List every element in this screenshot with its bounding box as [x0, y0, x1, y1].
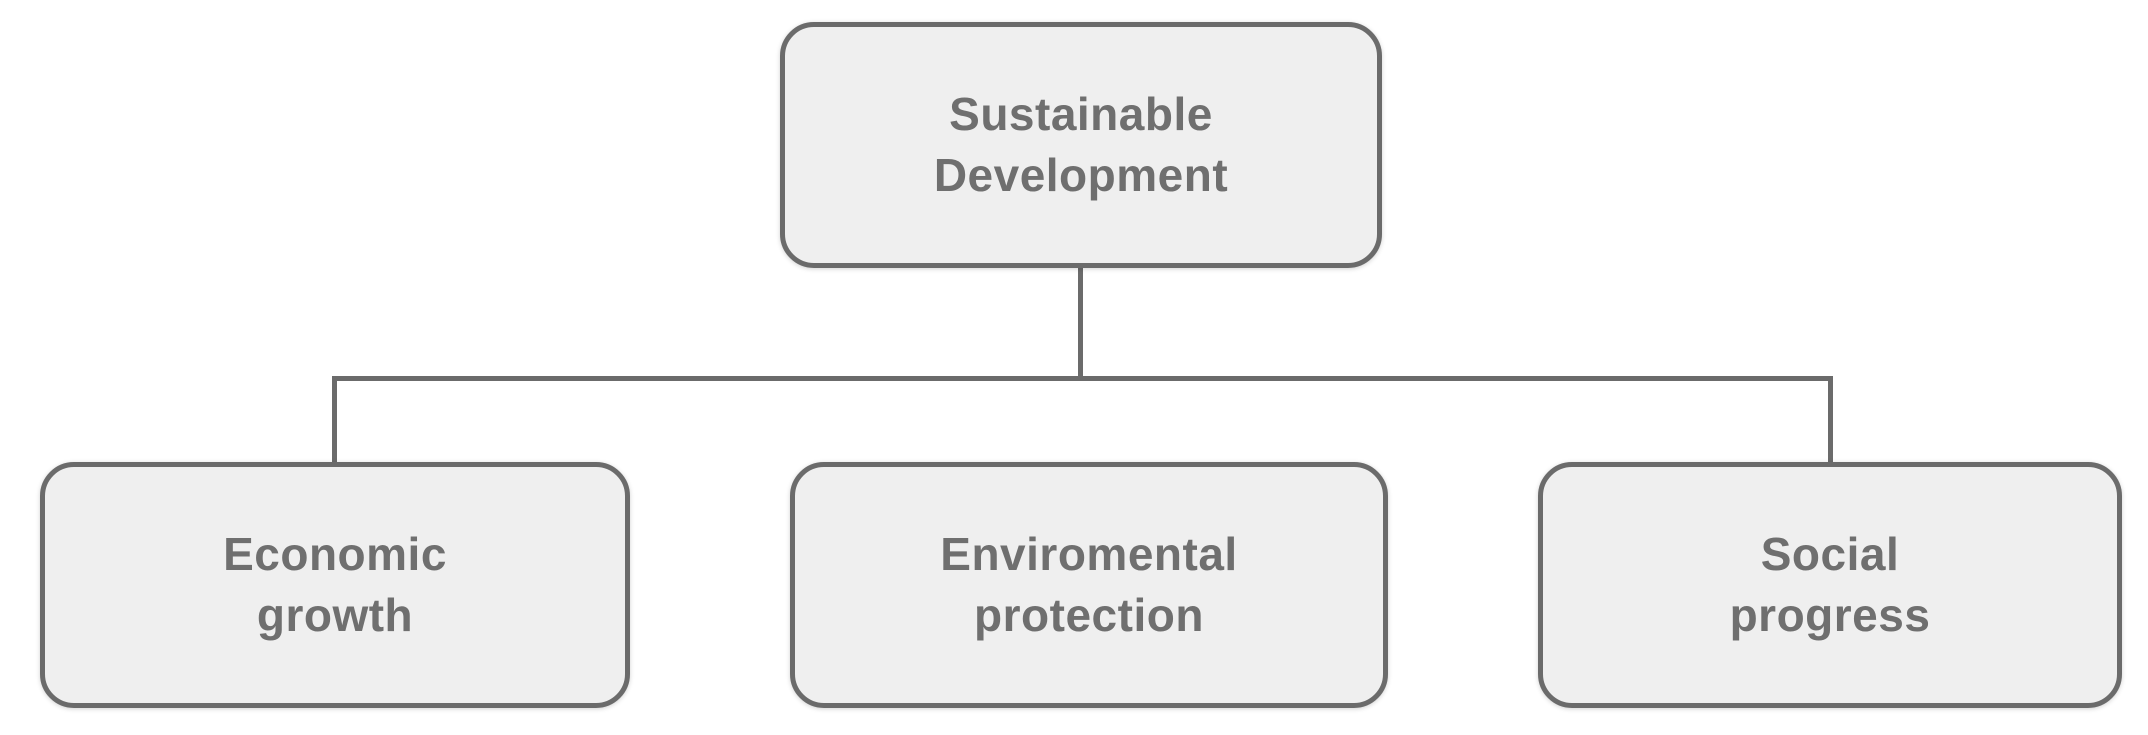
node-label-line: Enviromental — [940, 528, 1238, 581]
connector-left-stub — [332, 376, 337, 464]
node-label-line: progress — [1729, 589, 1931, 641]
connector-right-stub — [1828, 376, 1833, 464]
node-enviromental-protection: Enviromental protection — [790, 462, 1388, 708]
connector-root-vertical — [1078, 268, 1083, 381]
node-label-line: growth — [256, 589, 414, 641]
node-label-line: Social — [1760, 528, 1900, 581]
node-social-progress: Social progress — [1538, 462, 2122, 708]
node-label-line: Development — [933, 149, 1229, 201]
node-label-line: protection — [974, 589, 1204, 641]
connector-horizontal-rail — [332, 376, 1833, 381]
node-sustainable-development: Sustainable Development — [780, 22, 1382, 268]
node-label-line: Sustainable — [949, 88, 1213, 141]
node-economic-growth: Economic growth — [40, 462, 630, 708]
node-label-line: Economic — [223, 528, 447, 581]
